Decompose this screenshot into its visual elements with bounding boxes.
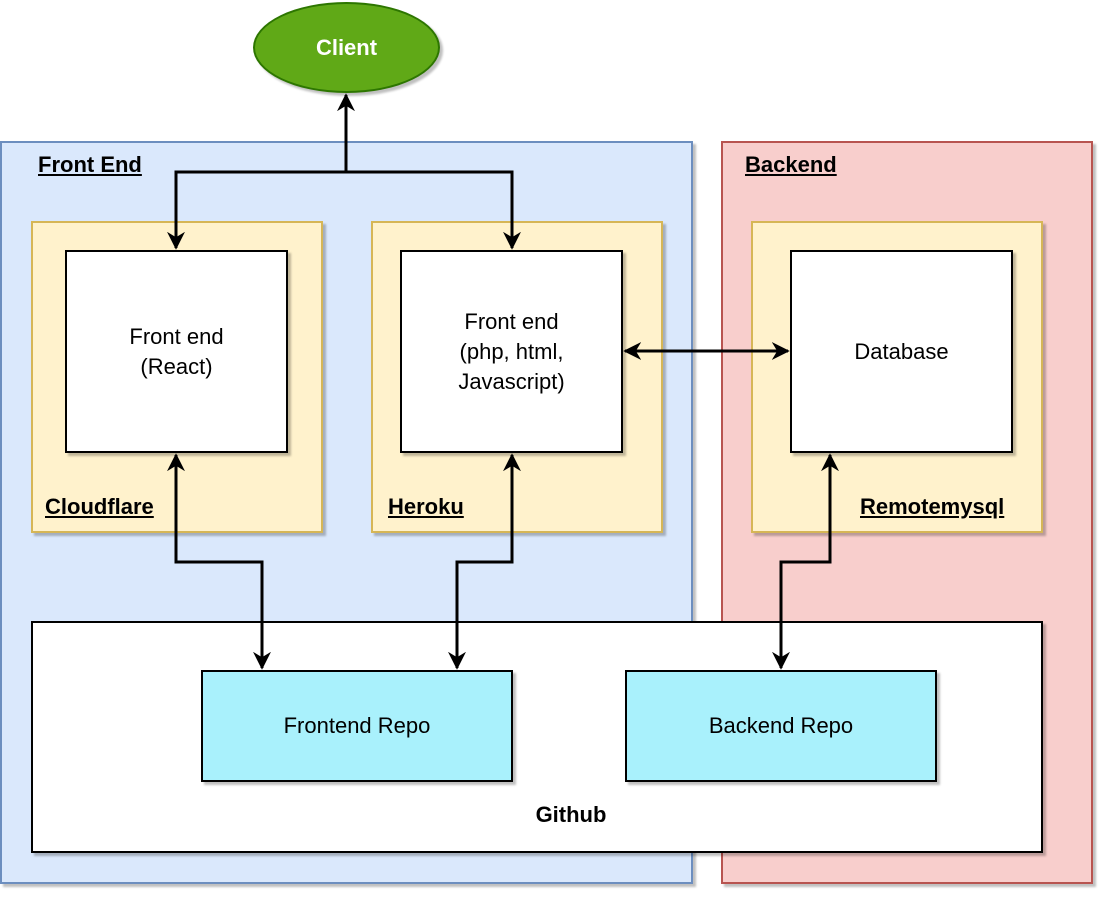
connector-react-frontend-repo	[167, 453, 271, 670]
connector-client-php	[346, 170, 521, 250]
github-label: Github	[535, 802, 607, 827]
connector-database-backend-repo	[772, 453, 839, 670]
frontend-group-label: Front End	[38, 152, 142, 177]
backend-group-label: Backend	[745, 152, 837, 177]
remotemysql-label: Remotemysql	[860, 494, 1005, 519]
connector-php-frontend-repo	[448, 453, 521, 670]
client-node: Client	[253, 2, 440, 93]
frontend-repo-node: Frontend Repo	[201, 670, 513, 782]
cloudflare-label: Cloudflare	[45, 494, 154, 519]
react-frontend-node: Front end (React)	[65, 250, 288, 453]
connector-client-react	[167, 93, 355, 250]
php-frontend-node: Front end (php, html, Javascript)	[400, 250, 623, 453]
backend-repo-node: Backend Repo	[625, 670, 937, 782]
database-node: Database	[790, 250, 1013, 453]
